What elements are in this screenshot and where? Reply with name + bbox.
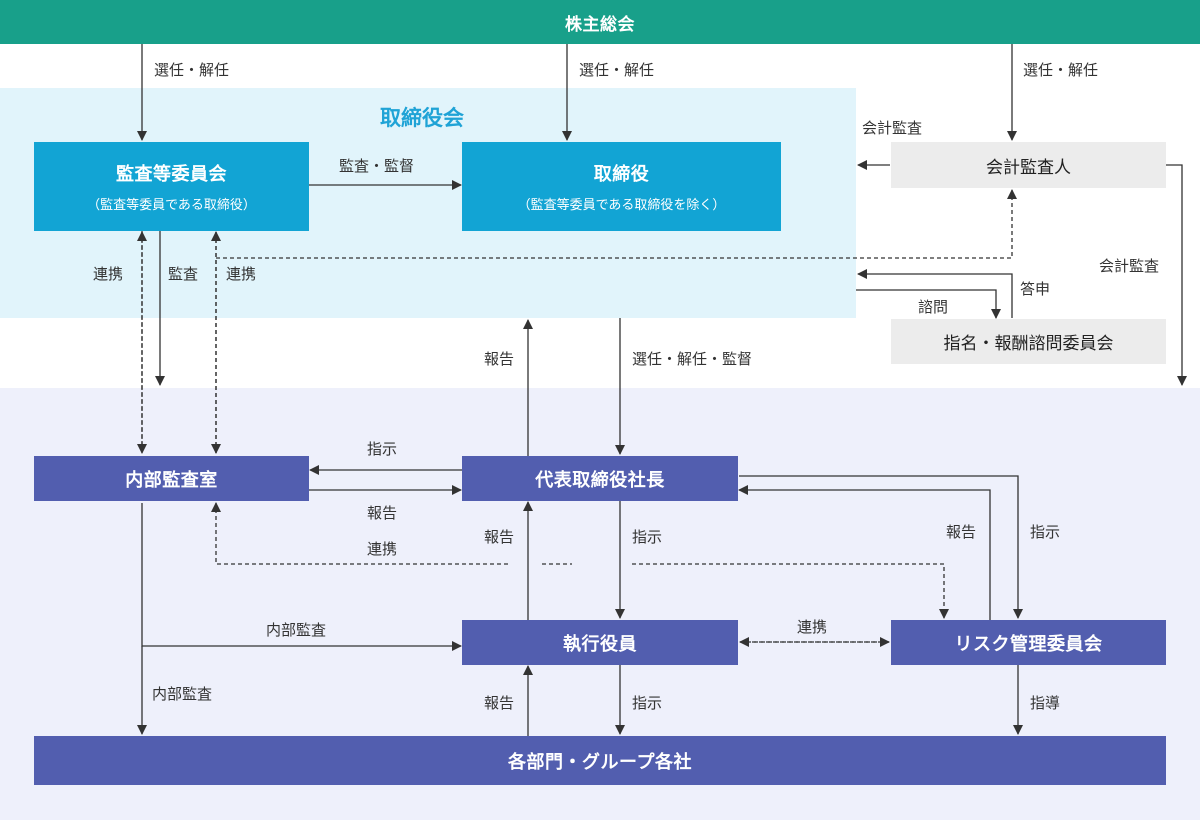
label-account-audit-left: 会計監査: [862, 119, 923, 137]
audit-committee-title: 監査等委員会: [116, 164, 227, 185]
label-internal-audit-2: 内部監査: [152, 685, 213, 703]
label-coop-1: 連携: [93, 265, 124, 283]
coop-line-risk: [632, 563, 949, 619]
directors-box: 取締役 （監査等委員である取締役を除く）: [462, 142, 781, 231]
label-account-audit-right: 会計監査: [1099, 257, 1160, 275]
label-consult: 諮問: [918, 298, 949, 316]
risk-committee-box: リスク管理委員会: [891, 620, 1166, 665]
officers-box: 執行役員: [462, 620, 738, 665]
internal-audit-box: 内部監査室: [34, 456, 309, 501]
label-report-up: 報告: [484, 350, 515, 368]
report-line-risk: [738, 485, 991, 620]
shareholders-meeting-box: 株主総会: [0, 0, 1200, 44]
label-internal-audit-1: 内部監査: [266, 621, 327, 639]
label-guide: 指導: [1030, 694, 1061, 712]
accounting-auditor-label: 会計監査人: [986, 157, 1071, 178]
instruct-line-risk: [739, 475, 1023, 619]
consult-line: [856, 289, 1001, 319]
label-elect-3: 選任・解任: [1023, 61, 1099, 79]
account-audit-line-exec: [1166, 164, 1187, 386]
departments-box: 各部門・グループ各社: [34, 736, 1166, 785]
coop-line-accounting-auditor: [216, 189, 1017, 259]
label-report-mid: 報告: [484, 528, 515, 546]
label-answer: 答申: [1020, 280, 1051, 298]
label-instruct-left: 指示: [367, 440, 398, 458]
departments-label: 各部門・グループ各社: [508, 751, 692, 773]
label-report-left: 報告: [367, 504, 398, 522]
president-box: 代表取締役社長: [462, 456, 738, 501]
internal-audit-label: 内部監査室: [125, 469, 218, 491]
label-instruct-risk: 指示: [1030, 523, 1061, 541]
label-audit-supervise: 監査・監督: [339, 157, 415, 175]
label-instruct-low: 指示: [632, 694, 663, 712]
board-title: 取締役会: [380, 106, 464, 130]
directors-title: 取締役: [593, 164, 650, 185]
label-coop-3: 連携: [367, 540, 398, 558]
answer-line: [857, 269, 1013, 318]
label-elect-1: 選任・解任: [154, 61, 230, 79]
directors-sub: （監査等委員である取締役を除く）: [517, 198, 726, 213]
officers-label: 執行役員: [563, 633, 637, 655]
label-coop-4: 連携: [797, 618, 828, 636]
label-audit: 監査: [168, 265, 199, 283]
president-label: 代表取締役社長: [535, 469, 665, 491]
risk-committee-label: リスク管理委員会: [954, 633, 1103, 655]
label-instruct-mid: 指示: [632, 528, 663, 546]
label-coop-2: 連携: [226, 265, 257, 283]
nomination-committee-label: 指名・報酬諮問委員会: [943, 334, 1114, 354]
audit-committee-box: 監査等委員会 （監査等委員である取締役）: [34, 142, 309, 231]
label-elect-supervise: 選任・解任・監督: [632, 350, 753, 368]
label-report-low: 報告: [484, 694, 515, 712]
audit-committee-sub: （監査等委員である取締役）: [87, 198, 256, 213]
accounting-auditor-box: 会計監査人: [891, 142, 1166, 188]
coop-line-internal-audit: [211, 502, 508, 565]
nomination-committee-box: 指名・報酬諮問委員会: [891, 319, 1166, 364]
shareholders-meeting-label: 株主総会: [565, 14, 635, 35]
label-report-risk: 報告: [946, 523, 977, 541]
label-elect-2: 選任・解任: [579, 61, 655, 79]
